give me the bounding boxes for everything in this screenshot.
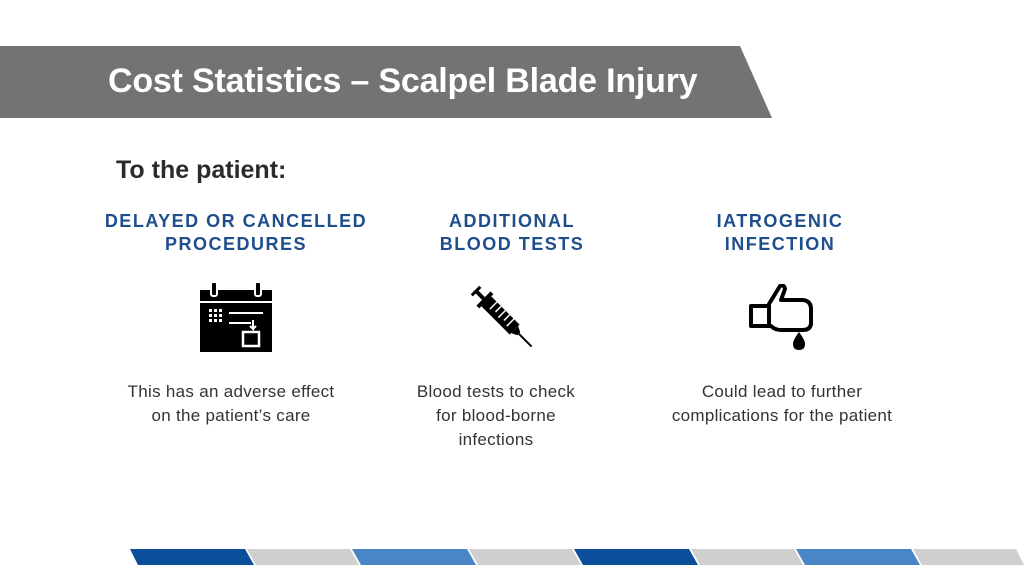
column-heading: ADDITIONAL BLOOD TESTS: [412, 210, 612, 256]
stripe-segment: [913, 549, 1024, 565]
description-line: on the patient’s care: [151, 406, 311, 425]
description-line: complications for the patient: [671, 406, 893, 425]
stripe-segment: [574, 549, 698, 565]
column-description: Could lead to further complications for …: [660, 380, 904, 428]
column-blood-tests: ADDITIONAL BLOOD TESTS Blood: [412, 210, 612, 449]
syringe-icon: [463, 278, 545, 365]
calendar-icon: [199, 281, 273, 359]
decorative-stripe-bar: [130, 549, 1024, 565]
slide-title: Cost Statistics – Scalpel Blade Injury: [108, 62, 698, 100]
section-subtitle: To the patient:: [116, 156, 287, 184]
column-iatrogenic-infection: IATROGENIC INFECTION Could lead to furth…: [672, 210, 892, 425]
column-heading-line: ADDITIONAL: [449, 211, 575, 231]
hand-blood-drop-icon: [747, 283, 817, 357]
column-description: This has an adverse effect on the patien…: [76, 380, 386, 428]
column-heading: DELAYED OR CANCELLED PROCEDURES: [96, 210, 376, 256]
stripe-segment: [130, 549, 254, 565]
column-heading: IATROGENIC INFECTION: [690, 210, 870, 256]
description-line: for blood-borne: [436, 406, 556, 425]
column-heading-line: DELAYED OR CANCELLED: [104, 211, 368, 231]
title-banner: [0, 46, 772, 118]
stripe-segment: [469, 549, 581, 565]
stripe-segment: [796, 549, 920, 565]
column-heading-line: IATROGENIC: [716, 211, 844, 231]
stripe-segment: [247, 549, 359, 565]
column-heading-line: BLOOD TESTS: [439, 234, 585, 254]
description-line: This has an adverse effect: [127, 382, 335, 401]
column-delayed-procedures: DELAYED OR CANCELLED PROCEDURES This has…: [96, 210, 376, 425]
column-heading-line: INFECTION: [724, 234, 836, 254]
description-line: Could lead to further: [701, 382, 863, 401]
description-line: Blood tests to check: [416, 382, 576, 401]
column-description: Blood tests to check for blood-borne inf…: [384, 380, 608, 452]
column-heading-line: PROCEDURES: [164, 234, 308, 254]
stripe-segment: [352, 549, 476, 565]
stripe-segment: [691, 549, 803, 565]
description-line: infections: [458, 430, 534, 449]
